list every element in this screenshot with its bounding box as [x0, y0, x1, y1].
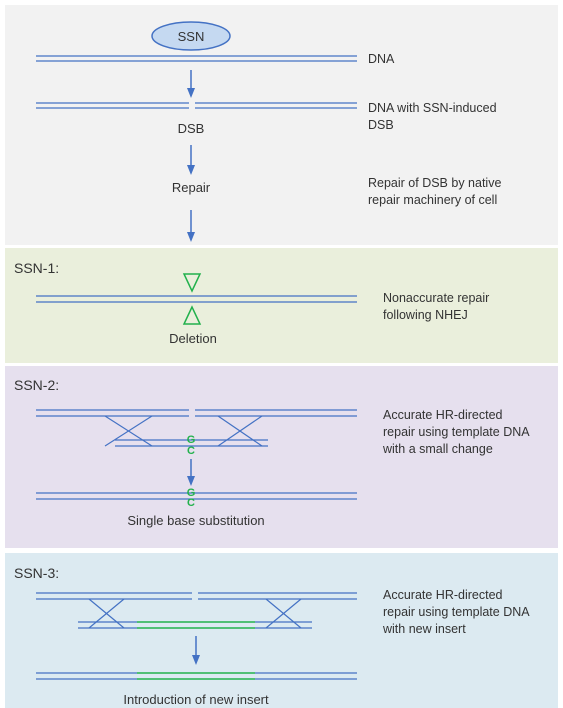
base-g-template: G: [187, 434, 196, 446]
ssn-2-description-line2: repair using template DNA: [383, 425, 530, 439]
template-dna-ssn2: [115, 439, 268, 447]
dna-label: DNA: [368, 52, 395, 66]
panel-ssn-2: [5, 366, 558, 548]
repair-description-line2: repair machinery of cell: [368, 193, 497, 207]
panel-ssn-3: [5, 553, 558, 708]
ssn-3-description-line2: repair using template DNA: [383, 605, 530, 619]
ssn-2-description-line3: with a small change: [382, 442, 493, 456]
ssn-3-heading: SSN-3:: [14, 565, 59, 581]
single-base-substitution-label: Single base substitution: [127, 513, 264, 528]
new-insert-label: Introduction of new insert: [123, 692, 269, 707]
panel-ssn-1: [5, 248, 558, 363]
ssn-2-description-line1: Accurate HR-directed: [383, 408, 503, 422]
dna-duplex-with-insert: [36, 672, 357, 680]
ssn-1-description-line1: Nonaccurate repair: [383, 291, 489, 305]
deletion-marker-top: [182, 273, 202, 293]
dna-duplex-broken-ssn2: [36, 409, 357, 417]
dna-duplex-intact: [36, 55, 357, 62]
new-insert-template: [137, 621, 255, 629]
crossover-strands-ssn2: [104, 415, 263, 447]
repair-label: Repair: [172, 180, 211, 195]
base-c-result: C: [187, 497, 195, 509]
dna-duplex-broken: [36, 102, 357, 109]
dsb-description-line1: DNA with SSN-induced: [368, 101, 497, 115]
deletion-marker-bottom: [182, 305, 202, 325]
ssn-1-heading: SSN-1:: [14, 260, 59, 276]
base-g-result: G: [187, 487, 196, 499]
ssn-2-heading: SSN-2:: [14, 377, 59, 393]
dna-duplex-broken-ssn3: [36, 592, 357, 600]
ssn-3-description-line3: with new insert: [382, 622, 466, 636]
panel-dsb-induction: [5, 5, 558, 245]
ssn-enzyme: [151, 21, 231, 51]
crossover-strands-ssn3: [88, 598, 302, 629]
deletion-label: Deletion: [169, 331, 217, 346]
dsb-description-line2: DSB: [368, 118, 394, 132]
ssn-3-description-line1: Accurate HR-directed: [383, 588, 503, 602]
repair-description-line1: Repair of DSB by native: [368, 176, 501, 190]
template-dna-ssn3: [78, 621, 312, 629]
ssn-1-description-line2: following NHEJ: [383, 308, 468, 322]
dna-duplex-nhej: [36, 295, 357, 303]
dsb-label: DSB: [178, 121, 205, 136]
base-c-template: C: [187, 445, 195, 457]
dna-duplex-substituted: [36, 492, 357, 500]
ssn-enzyme-label: SSN: [178, 29, 205, 44]
